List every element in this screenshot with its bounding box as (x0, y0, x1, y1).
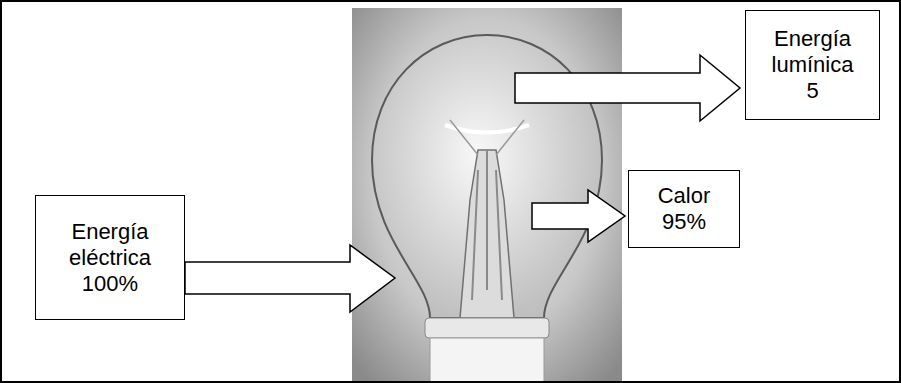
bulb-stem (460, 150, 514, 318)
bulb-wires (472, 150, 502, 300)
bulb-base (430, 338, 544, 383)
filament-supports (450, 120, 524, 155)
heat-arrow (532, 190, 625, 242)
node-label: Energía lumínica 5 (766, 26, 859, 104)
input-arrow (185, 245, 395, 312)
photo-background (352, 8, 622, 383)
light-arrow (515, 55, 740, 121)
input-box: Energía eléctrica 100% (35, 195, 185, 320)
output-box: Energía lumínica 5 (745, 10, 880, 120)
output-box: Calor 95% (628, 170, 740, 248)
node-text-group: Energía lumínica 5 (766, 26, 859, 104)
node-text-group: Energía eléctrica 100% (54, 219, 166, 297)
bulb-neck (425, 318, 549, 338)
node-label: Calor 95% (649, 183, 719, 235)
node-label: Energía eléctrica 100% (54, 219, 166, 297)
node-text-group: Calor 95% (649, 183, 719, 235)
